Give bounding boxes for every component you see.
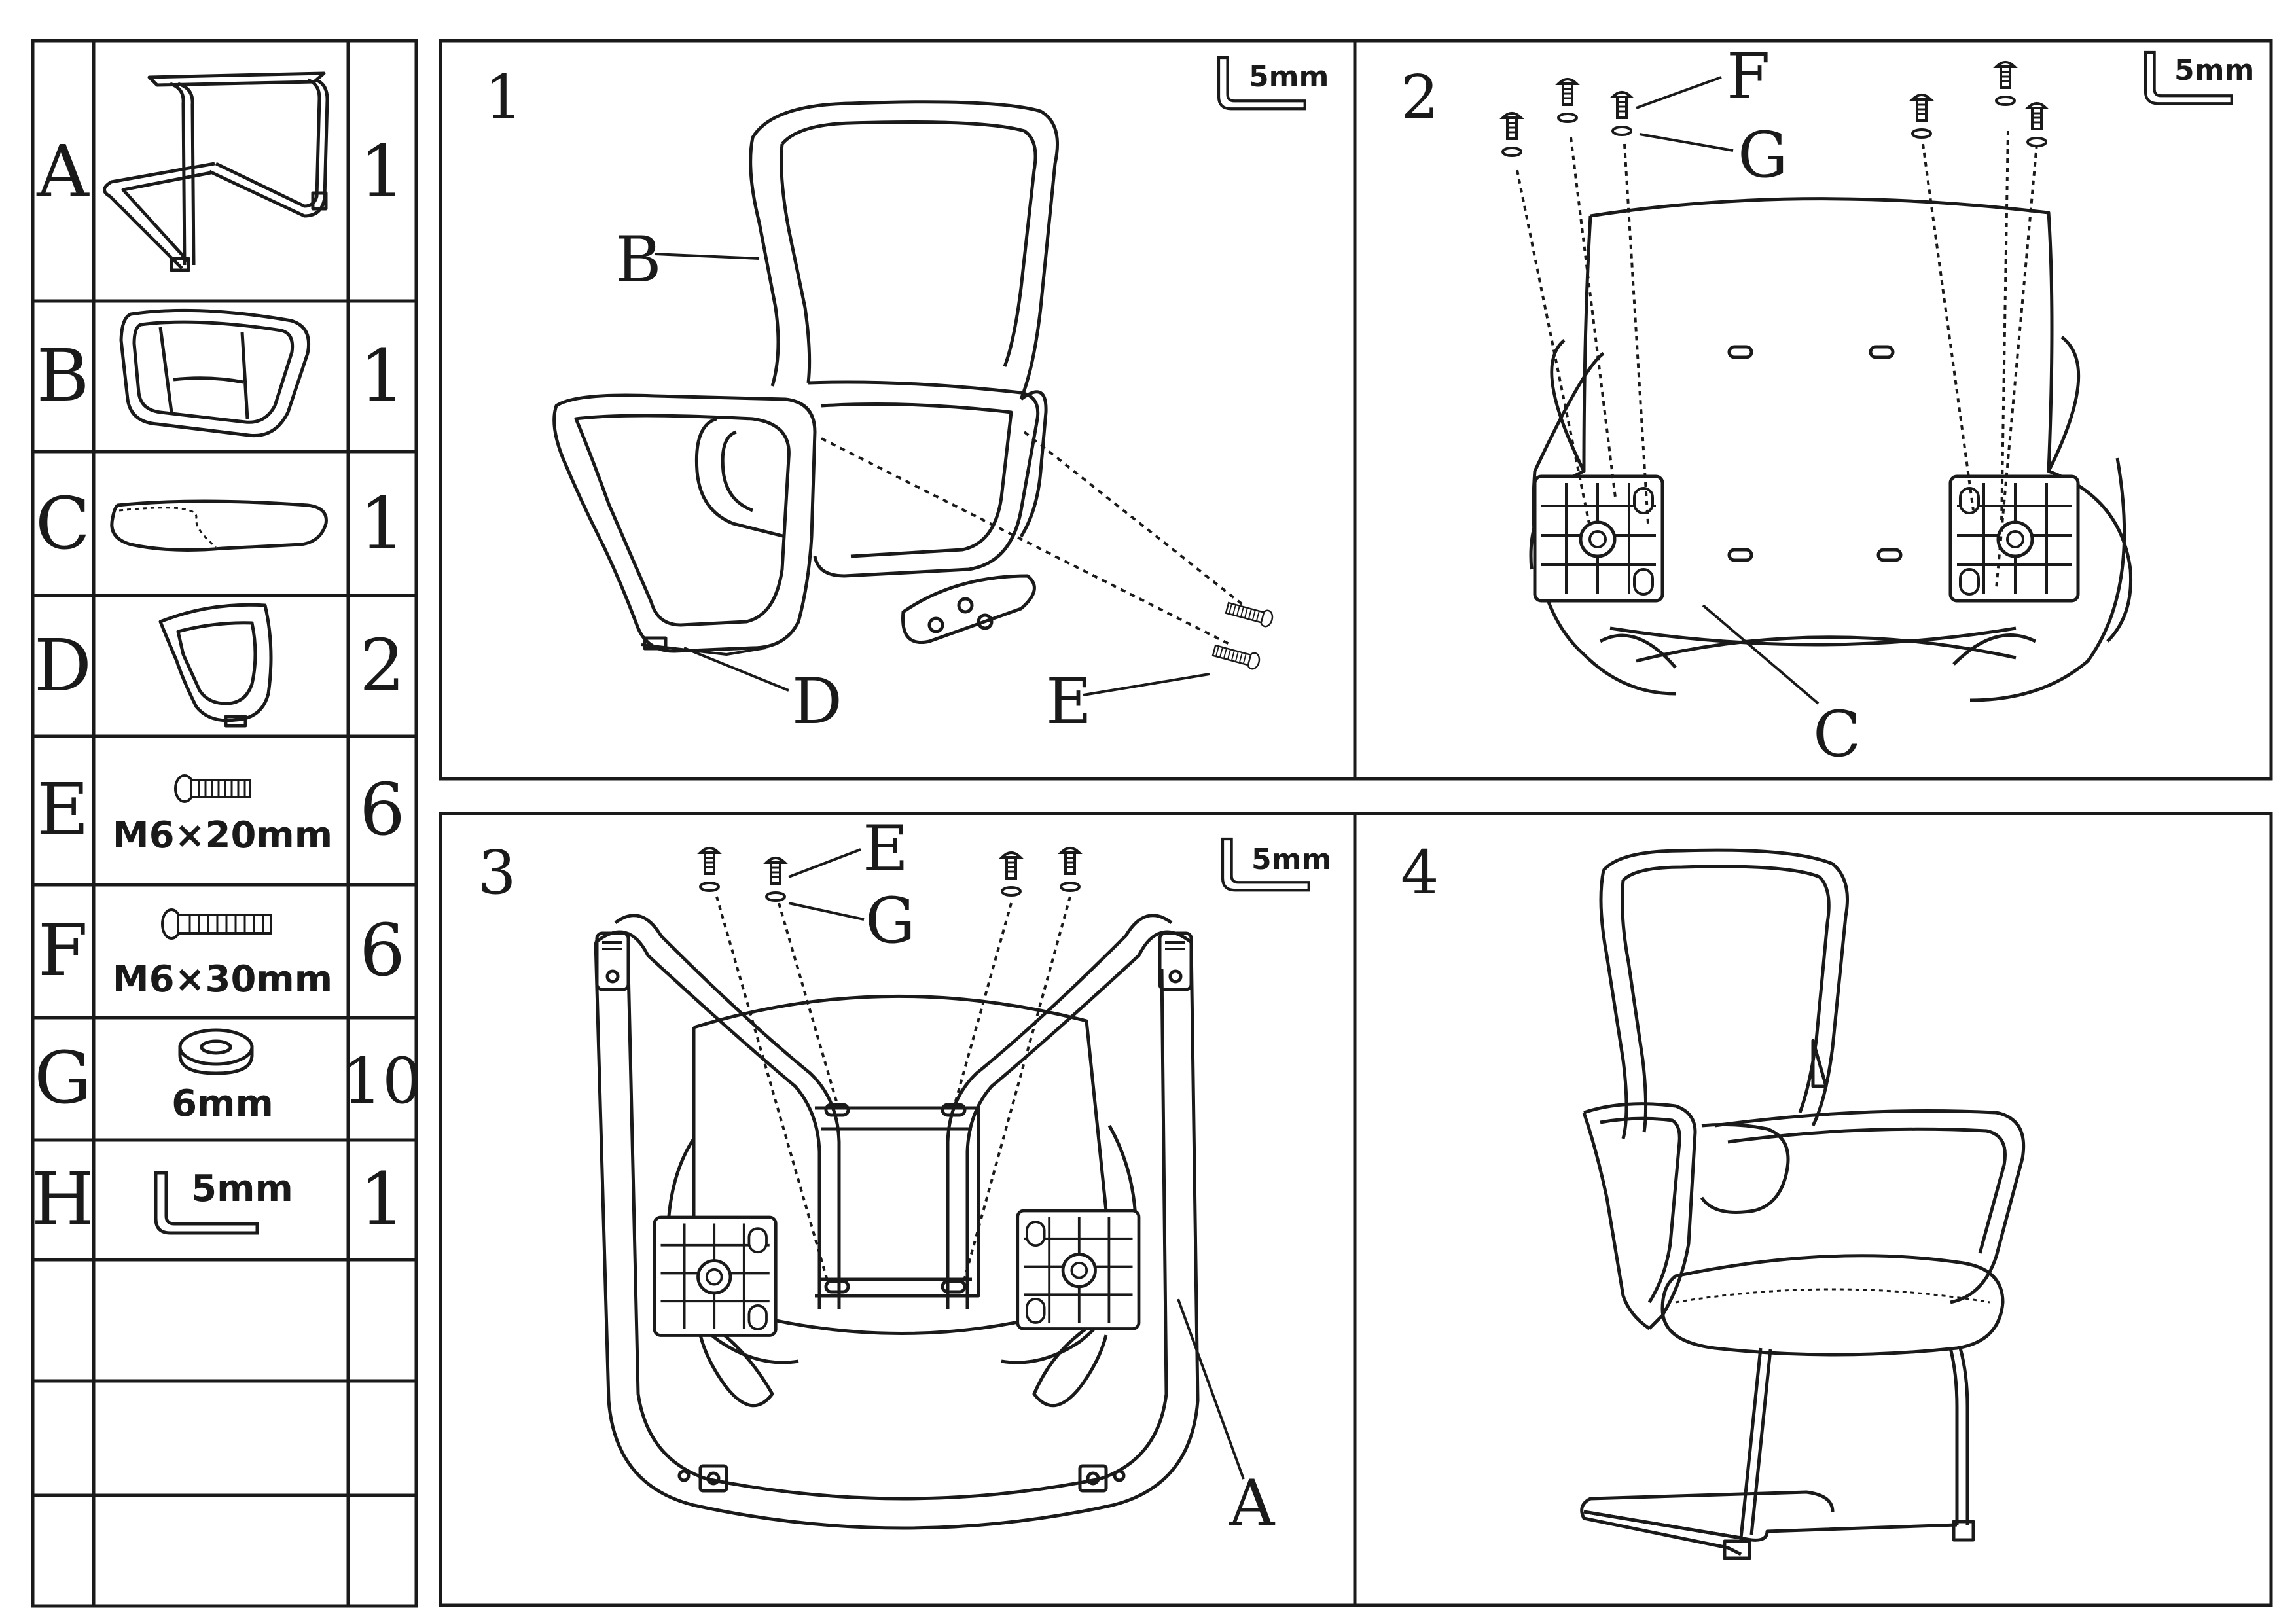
bolt-long-icon (161, 908, 272, 940)
step-number-1: 1 (484, 62, 523, 132)
backrest-frame-icon (119, 308, 311, 438)
part-qty-d: 2 (359, 624, 405, 707)
step-panel-1 (439, 39, 1357, 781)
part-letter-b: B (37, 334, 90, 418)
step-number-3: 3 (478, 838, 516, 908)
callout-step-3-a: A (1229, 1467, 1276, 1540)
step-1-leader-lines (654, 253, 1210, 696)
step-1-backrest-armrest-illustration (552, 100, 1059, 656)
callout-step-2-g: G (1738, 118, 1788, 192)
step-2-screw-paths (1516, 130, 2038, 590)
part-letter-c: C (35, 482, 90, 565)
part-qty-f: 6 (359, 908, 405, 992)
tool-label-step-2: 5mm (2174, 54, 2254, 87)
callout-step-2-f: F (1727, 40, 1770, 113)
step-3-screw-paths (715, 896, 1071, 1283)
step-2-leader-lines (1636, 76, 1820, 705)
part-spec-h: 5mm (191, 1168, 293, 1210)
part-letter-h: H (31, 1157, 94, 1241)
parts-list-table (31, 39, 418, 1608)
step-panel-2 (1353, 39, 2273, 781)
part-letter-g: G (34, 1036, 92, 1120)
step-3-base-frame-illustration (594, 914, 1200, 1530)
callout-step-1-b: B (615, 223, 662, 296)
step-number-2: 2 (1401, 62, 1439, 132)
armrest-icon (158, 603, 273, 728)
tool-label-step-1: 5mm (1249, 60, 1329, 94)
washer-icon (178, 1028, 254, 1075)
part-letter-f: F (38, 908, 88, 992)
part-spec-g: 6mm (171, 1082, 274, 1125)
part-letter-a: A (36, 130, 90, 213)
step-4-assembled-chair-illustration (1580, 848, 2026, 1560)
sled-base-frame-icon (103, 71, 329, 272)
step-1-screw-paths (821, 431, 1245, 646)
callout-step-1-d: D (792, 665, 842, 738)
step-number-4: 4 (1401, 838, 1439, 908)
step-panel-4 (1353, 812, 2273, 1607)
part-qty-h: 1 (359, 1157, 405, 1241)
step-1-bolts-icon (1211, 599, 1275, 671)
step-3-mount-plates-icon (655, 1211, 1139, 1336)
callout-step-2-c: C (1813, 698, 1861, 771)
callout-step-3-g: G (865, 884, 916, 957)
step-2-seat-illustration (1529, 197, 2133, 702)
part-qty-a: 1 (359, 130, 405, 213)
callout-step-3-e: E (863, 812, 908, 885)
callout-step-1-e: E (1046, 665, 1092, 738)
part-spec-f: M6×30mm (113, 958, 332, 1001)
part-qty-e: 6 (359, 768, 405, 851)
tool-label-step-3: 5mm (1251, 843, 1331, 876)
part-spec-e: M6×20mm (113, 814, 332, 857)
part-letter-e: E (37, 768, 89, 851)
part-letter-d: D (34, 624, 92, 707)
seat-cushion-icon (110, 499, 328, 552)
part-qty-c: 1 (359, 482, 405, 565)
step-3-leader-lines (788, 848, 1245, 1480)
bolt-short-icon (174, 774, 251, 803)
part-qty-g: 10 (342, 1044, 422, 1118)
part-qty-b: 1 (359, 334, 405, 418)
